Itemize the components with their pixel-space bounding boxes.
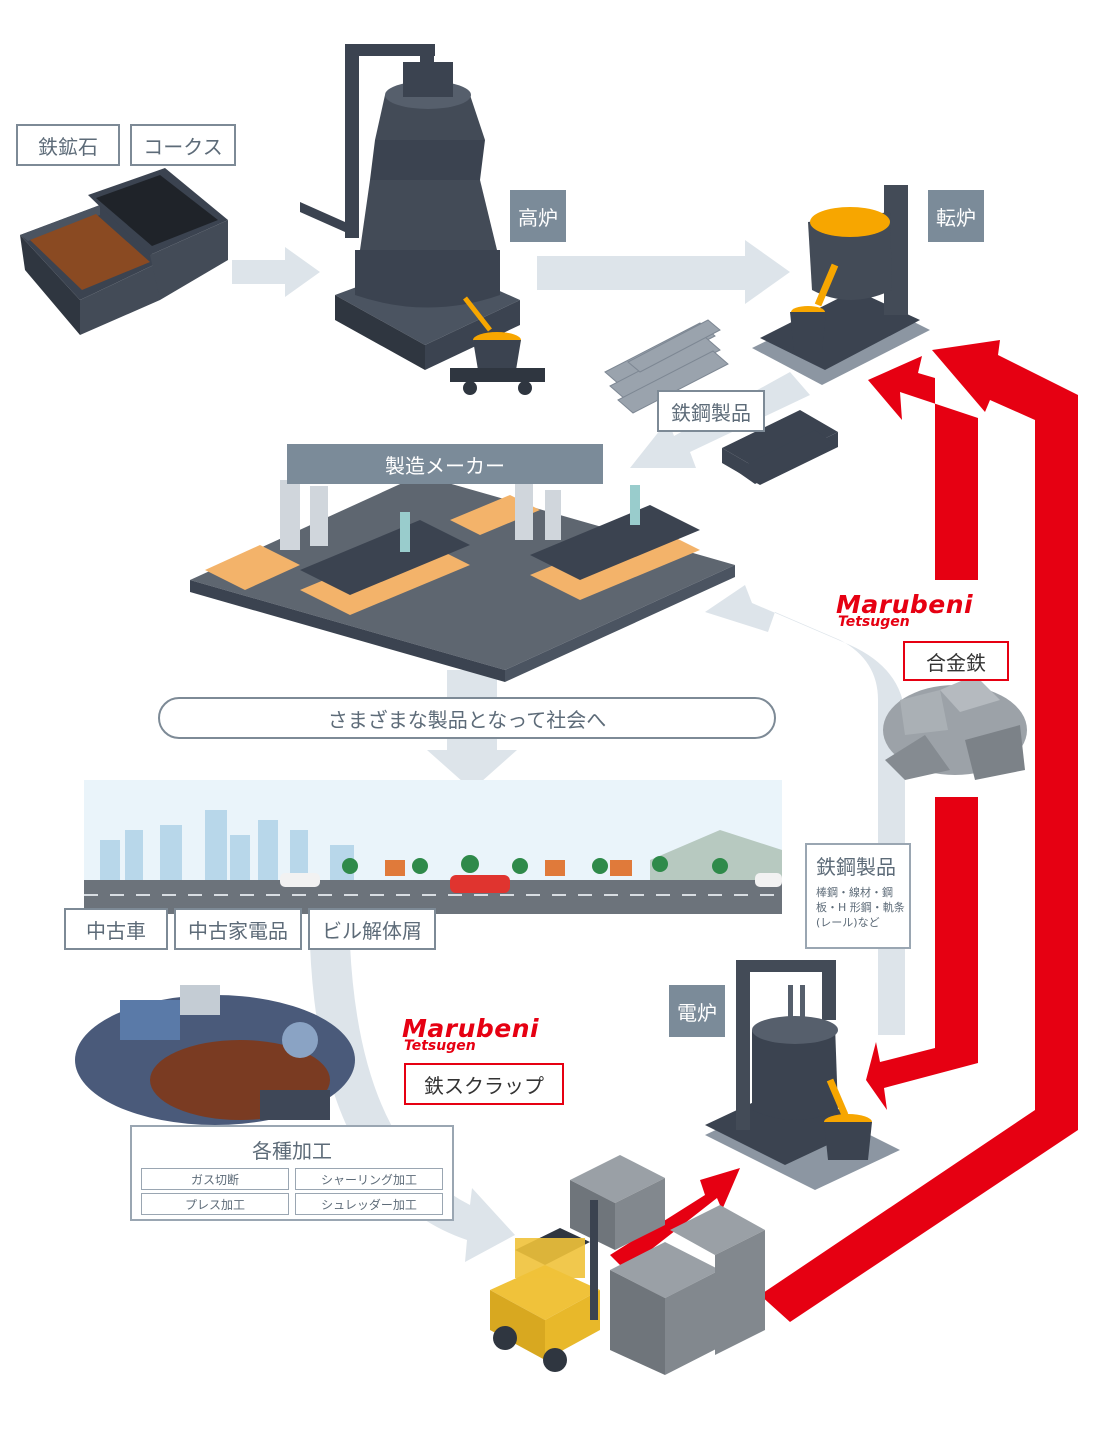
forklift-illustration <box>490 1200 600 1372</box>
processing-shredder: シュレッダー加工 <box>295 1193 443 1215</box>
h-beams-illustration <box>722 410 838 485</box>
label-manufacturer: 製造メーカー <box>287 444 603 484</box>
label-iron-scrap: 鉄スクラップ <box>404 1063 564 1105</box>
raw-material-hoppers-illustration <box>20 168 228 335</box>
blast-furnace-illustration <box>300 44 545 395</box>
steel-products-detail: 棒鋼・線材・鋼板・H 形鋼・軌条(レール)など <box>816 886 905 929</box>
logo-top-line2: Tetsugen <box>838 614 910 630</box>
label-electric-furnace: 電炉 <box>669 985 725 1037</box>
processing-box: 各種加工 ガス切断 シャーリング加工 プレス加工 シュレッダー加工 <box>130 1125 454 1221</box>
label-coke: コークス <box>130 124 236 166</box>
marubeni-tetsugen-logo-bottom: Marubeni Tetsugen <box>402 1016 539 1053</box>
flow-arrows-red <box>610 340 1078 1322</box>
steel-products-right-title: 鉄鋼製品 <box>816 855 896 879</box>
label-to-society: さまざまな製品となって社会へ <box>158 697 776 739</box>
city-scene-illustration <box>84 780 782 914</box>
label-iron-ore: 鉄鉱石 <box>16 124 120 166</box>
factory-illustration <box>190 475 735 682</box>
label-steel-products-top: 鉄鋼製品 <box>657 390 765 432</box>
scrap-bales-illustration <box>570 1155 765 1375</box>
scrap-pile-illustration <box>75 985 355 1125</box>
electric-furnace-illustration <box>705 960 900 1190</box>
label-alloy-iron: 合金鉄 <box>903 641 1009 681</box>
label-used-car: 中古車 <box>64 908 168 950</box>
alloy-rocks-illustration <box>883 675 1027 780</box>
converter-illustration <box>752 185 930 385</box>
processing-title: 各種加工 <box>252 1139 332 1163</box>
label-converter: 転炉 <box>928 190 984 242</box>
processing-gas-cutting: ガス切断 <box>141 1168 289 1190</box>
label-demolition-scrap: ビル解体屑 <box>308 908 436 950</box>
steel-products-box: 鉄鋼製品 棒鋼・線材・鋼板・H 形鋼・軌条(レール)など <box>805 843 911 949</box>
logo-bottom-line1: Marubeni <box>402 1014 540 1043</box>
label-blast-furnace: 高炉 <box>510 190 566 242</box>
marubeni-tetsugen-logo-top: Marubeni Tetsugen <box>836 592 973 629</box>
logo-bottom-line2: Tetsugen <box>404 1038 476 1054</box>
label-used-appliance: 中古家電品 <box>174 908 302 950</box>
steel-pipes-illustration <box>604 319 729 414</box>
processing-press: プレス加工 <box>141 1193 289 1215</box>
processing-shearing: シャーリング加工 <box>295 1168 443 1190</box>
logo-top-line1: Marubeni <box>836 590 974 619</box>
